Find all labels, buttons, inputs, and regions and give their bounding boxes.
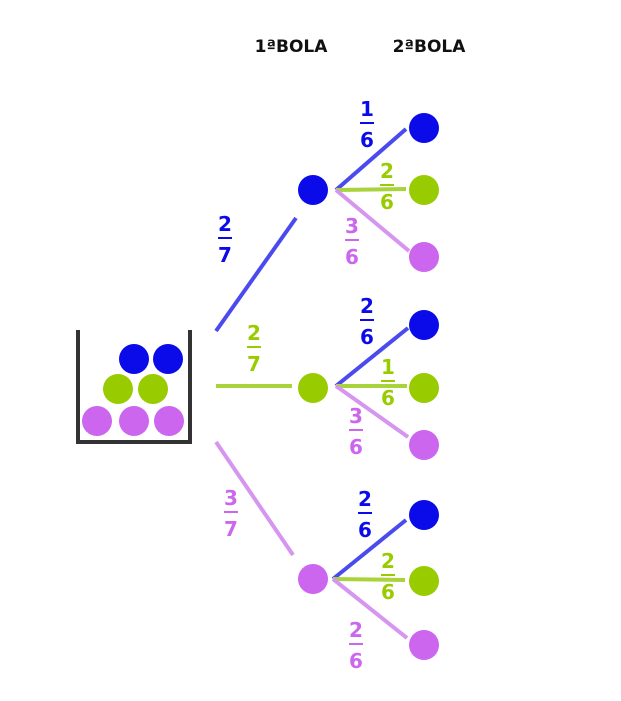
prob-2-green-blue: 26: [360, 294, 374, 349]
branch-2-green-blue: [334, 326, 410, 388]
branch-2-purple-purple: [331, 577, 409, 640]
branch-2-purple-blue: [331, 518, 408, 581]
prob-2-blue-blue-denominator: 6: [360, 128, 374, 152]
node-2-blue-purple: [409, 242, 439, 272]
urn: [76, 330, 192, 444]
nodes: [298, 113, 439, 660]
node-2-blue-green: [409, 175, 439, 205]
node-2-green-green: [409, 373, 439, 403]
branches: [214, 127, 411, 640]
prob-1-blue-numerator: 2: [218, 212, 232, 236]
urn-ball-purple: [154, 406, 184, 436]
prob-2-blue-green-denominator: 6: [380, 190, 394, 214]
prob-2-purple-green: 26: [381, 549, 395, 604]
urn-outline: [76, 330, 192, 444]
urn-ball-purple: [119, 406, 149, 436]
branch-2-blue-green: [335, 187, 407, 192]
branch-2-green-purple: [334, 384, 410, 439]
header-second-ball: 2ªBOLA: [393, 37, 467, 57]
node-2-blue-blue: [409, 113, 439, 143]
node-1-green: [298, 373, 328, 403]
header-first-ball: 1ªBOLA: [255, 37, 329, 57]
urn-ball-green: [103, 374, 133, 404]
prob-2-blue-purple: 36: [345, 214, 359, 269]
urn-ball-purple: [82, 406, 112, 436]
prob-1-purple: 37: [224, 486, 238, 541]
node-2-purple-blue: [409, 500, 439, 530]
prob-2-green-green-numerator: 1: [381, 355, 395, 379]
node-1-blue: [298, 175, 328, 205]
urn-ball-blue: [119, 344, 149, 374]
prob-2-green-purple-denominator: 6: [349, 435, 363, 459]
branch-2-blue-blue: [334, 127, 408, 192]
prob-2-green-green-denominator: 6: [381, 386, 395, 410]
prob-1-green-numerator: 2: [247, 321, 261, 345]
branch-1-blue: [214, 216, 298, 333]
prob-2-purple-blue: 26: [358, 487, 372, 542]
prob-1-green-denominator: 7: [247, 352, 261, 376]
prob-1-purple-numerator: 3: [224, 486, 238, 510]
urn-ball-blue: [153, 344, 183, 374]
prob-2-blue-green: 26: [380, 159, 394, 214]
urn-ball-green: [138, 374, 168, 404]
branch-2-purple-green: [332, 577, 406, 582]
prob-2-purple-purple-denominator: 6: [349, 649, 363, 673]
prob-2-blue-blue: 16: [360, 97, 374, 152]
prob-2-purple-green-denominator: 6: [381, 580, 395, 604]
branch-1-purple: [214, 440, 295, 557]
prob-1-blue-denominator: 7: [218, 243, 232, 267]
node-2-green-blue: [409, 310, 439, 340]
prob-2-purple-purple: 26: [349, 618, 363, 673]
prob-2-blue-purple-denominator: 6: [345, 245, 359, 269]
prob-1-green: 27: [247, 321, 261, 376]
branch-2-blue-purple: [334, 188, 411, 253]
prob-2-purple-purple-numerator: 2: [349, 618, 363, 642]
prob-2-purple-blue-numerator: 2: [358, 487, 372, 511]
prob-2-blue-purple-numerator: 3: [345, 214, 359, 238]
prob-1-blue: 27: [218, 212, 232, 267]
prob-1-purple-denominator: 7: [224, 517, 238, 541]
node-2-purple-purple: [409, 630, 439, 660]
prob-2-green-purple: 36: [349, 404, 363, 459]
prob-2-green-blue-numerator: 2: [360, 294, 374, 318]
prob-2-green-blue-denominator: 6: [360, 325, 374, 349]
node-2-green-purple: [409, 430, 439, 460]
prob-2-blue-blue-numerator: 1: [360, 97, 374, 121]
node-2-purple-green: [409, 566, 439, 596]
prob-2-purple-green-numerator: 2: [381, 549, 395, 573]
prob-2-green-green: 16: [381, 355, 395, 410]
prob-2-purple-blue-denominator: 6: [358, 518, 372, 542]
prob-2-blue-green-numerator: 2: [380, 159, 394, 183]
prob-2-green-purple-numerator: 3: [349, 404, 363, 428]
node-1-purple: [298, 564, 328, 594]
